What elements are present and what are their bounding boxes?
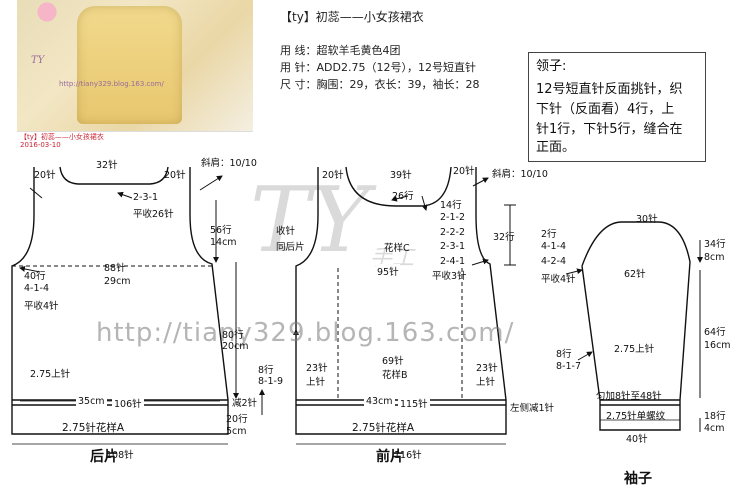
sleeve-inc: 8-1-7 (556, 361, 581, 372)
back-top-center: 32针 (96, 160, 118, 171)
front-shoulder-left: 20针 (322, 170, 344, 181)
collar-note-line: 12号短直针反面挑针，织 (536, 82, 683, 97)
back-body-cm: 20cm (222, 341, 249, 352)
back-shoulder-right: 20针 (164, 170, 186, 181)
front-top-center: 39针 (390, 170, 412, 181)
front-side-right-stitches: 23针 (476, 363, 498, 374)
back-neck-bind: 平收26针 (133, 209, 174, 220)
collar-note-box (528, 52, 706, 162)
collar-note-title: 领子: (536, 59, 567, 74)
front-same-as-back: 收针 (276, 226, 296, 237)
back-body-stitch: 2.75上针 (30, 369, 71, 380)
back-rib-dec: 减2针 (232, 398, 258, 409)
sleeve-cap-bind: 平收4针 (541, 274, 576, 285)
collar-note-line: 下针（反面看）4行，上 (536, 102, 675, 117)
sleeve-cap-stitches: 62针 (624, 269, 646, 280)
front-center-stitches: 95针 (376, 264, 400, 278)
collar-note-line: 正面。 (536, 140, 576, 155)
needle-info: 用 针：ADD2.75（12号），12号短直针 (280, 61, 476, 74)
front-neck-dec-3: 2-3-1 (440, 241, 465, 252)
back-slope: 斜肩：10/10 (201, 158, 257, 169)
sweater-image (77, 6, 182, 124)
flower-decoration (27, 0, 67, 24)
front-shoulder-right: 20针 (453, 166, 475, 177)
back-shoulder-left: 20针 (34, 170, 56, 181)
front-neck-total-rows: 32行 (493, 232, 515, 243)
sleeve-rib-cm: 4cm (704, 423, 725, 434)
front-pattern-c: 花样C (384, 243, 410, 254)
back-outline (11, 167, 229, 435)
front-neck-dec-4: 2-4-1 (440, 256, 465, 267)
back-neck (59, 166, 169, 185)
front-side-left-stitch: 上针 (306, 377, 326, 388)
back-rib-rows: 20行 (226, 414, 248, 425)
front-title: 前片 (376, 449, 404, 465)
sleeve-cap-dec-1: 4-1-4 (541, 241, 566, 252)
front-cast-on: 116针 (394, 450, 422, 461)
collar-note-line: 针1行，下针5行，缝合在 (536, 122, 683, 137)
back-cast-on: 108针 (106, 450, 134, 461)
front-rib-pattern: 2.75针花样A (352, 422, 415, 434)
sleeve-inc-note: 匀加8针至48针 (596, 391, 662, 402)
sleeve-cap-rows: 2行 (541, 229, 557, 240)
sleeve-cap-height-cm: 8cm (704, 252, 725, 263)
front-side-right-stitch: 上针 (476, 377, 496, 388)
back-chest-cm: 29cm (104, 276, 131, 287)
front-center-stitches-2: 69针 (382, 356, 404, 367)
front-neck (345, 166, 452, 207)
front-bind-side: 平收3针 (432, 271, 467, 282)
back-armhole-bind: 平收4针 (24, 301, 59, 312)
sleeve-stitch: 2.75上针 (614, 344, 655, 355)
watermark-url: http://tiany329.blog.163.com/ (96, 318, 515, 348)
back-armhole-dec-rows: 40行 (24, 271, 46, 282)
back-rib-pattern: 2.75针花样A (62, 422, 125, 434)
yarn-info: 用 线：超软羊毛黄色4团 (280, 44, 401, 57)
photo-url: http://tiany329.blog.163.com/ (59, 80, 164, 88)
front-hem-cm: 43cm (364, 396, 395, 407)
sleeve-rib-rows: 18行 (704, 411, 726, 422)
front-hem-stitches: 115针 (398, 396, 430, 410)
front-neck-rows: 26行 (392, 191, 414, 202)
size-info: 尺 寸：胸围：29，衣长：39，袖长：28 (280, 78, 480, 91)
front-slope: 斜肩：10/10 (492, 169, 548, 180)
sleeve-cap-dec-2: 4-2-4 (541, 256, 566, 267)
back-armhole-cm: 14cm (210, 237, 237, 248)
back-side-dec: 8-1-9 (258, 376, 283, 387)
sleeve-title: 袖子 (624, 471, 652, 487)
sleeve-outline (581, 221, 691, 431)
front-same-as-back-2: 同后片 (276, 242, 305, 253)
front-neck-rows2: 14行 (440, 200, 462, 211)
front-side-dec: 左侧减1针 (510, 403, 555, 414)
back-armhole-dec: 4-1-4 (24, 283, 49, 294)
photo-caption: 【ty】初蕊——小女孩裙衣 (20, 133, 104, 141)
back-rib-cm: 5cm (226, 426, 247, 437)
sleeve-inc-rows: 8行 (556, 349, 572, 360)
garment-photo: TY http://tiany329.blog.163.com/ (17, 0, 253, 132)
back-side-rows: 8行 (258, 365, 274, 376)
back-hem-stitches: 106针 (112, 396, 144, 410)
sleeve-cast-on: 40针 (626, 434, 648, 445)
front-neck-dec-2: 2-2-2 (440, 227, 465, 238)
back-chest-stitches: 88针 (104, 263, 126, 274)
sleeve-cap-top: 30针 (636, 214, 658, 225)
front-pattern-b: 花样B (382, 370, 408, 381)
photo-date: 2016-03-10 (20, 141, 61, 149)
front-outline (295, 167, 507, 435)
back-armhole-rows: 56行 (210, 225, 232, 236)
photo-stamp-logo: TY (31, 55, 45, 66)
sleeve-cap-height-rows: 34行 (704, 239, 726, 250)
front-side-left-stitches: 23针 (306, 363, 328, 374)
pattern-title: 【ty】初蕊——小女孩裙衣 (280, 10, 424, 24)
sleeve-arm-cm: 16cm (704, 340, 731, 351)
back-hem-cm: 35cm (76, 396, 107, 407)
back-title: 后片 (90, 449, 118, 465)
back-neck-dec: 2-3-1 (133, 192, 158, 203)
sleeve-arm-rows: 64行 (704, 327, 726, 338)
sleeve-rib: 2.75针单螺纹 (606, 411, 666, 422)
front-neck-dec-1: 2-1-2 (440, 212, 465, 223)
back-body-rows: 80行 (222, 330, 244, 341)
